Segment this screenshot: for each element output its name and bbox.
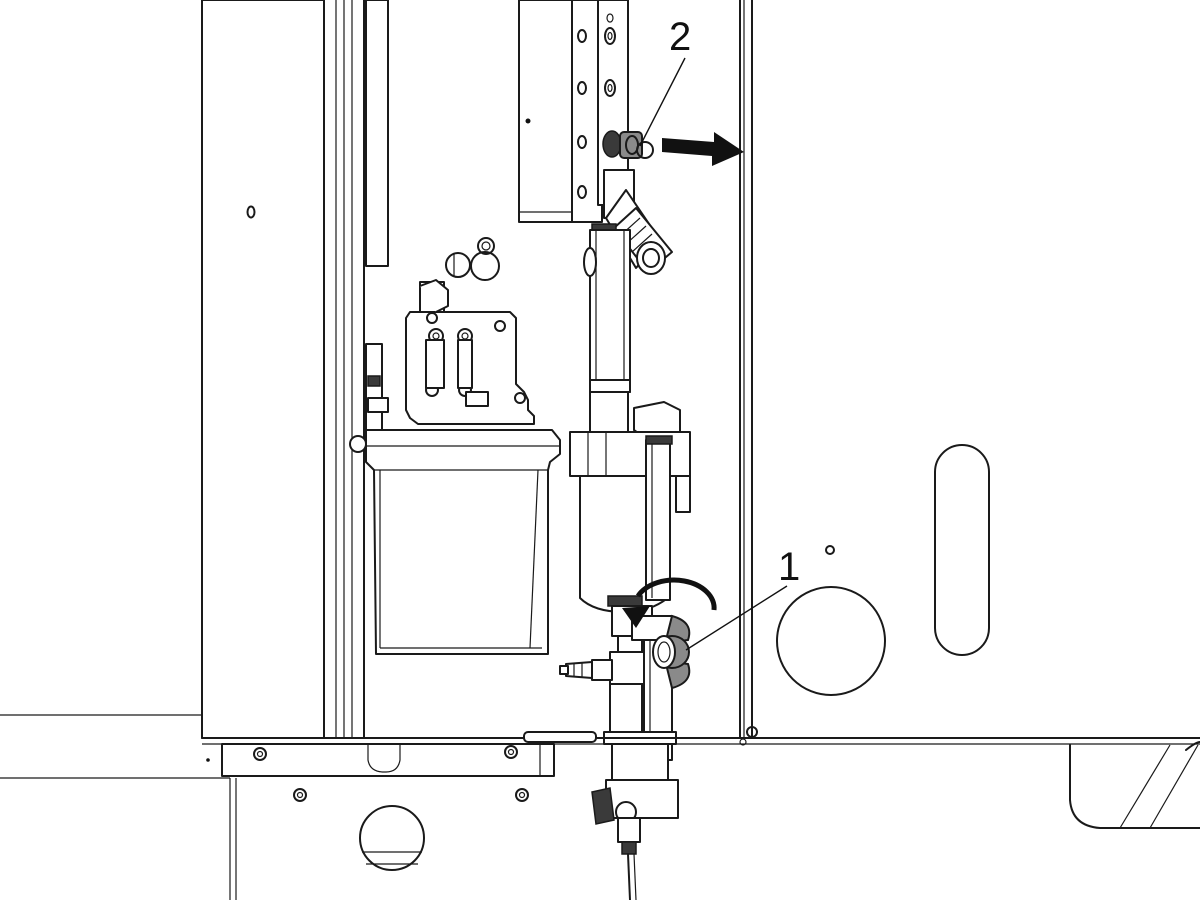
- base-floor: [0, 726, 1200, 900]
- quick-coupler-fitting: [603, 169, 673, 275]
- callout-leaders: [639, 57, 788, 651]
- rotate-counterclockwise-arrow-icon: [622, 577, 717, 628]
- quick-coupling-pin: [602, 130, 654, 159]
- right-side-panel: [751, 0, 1200, 829]
- direction-arrow-right-icon: [662, 132, 744, 166]
- filter-housing: [569, 391, 691, 613]
- left-cabinet-panel: [0, 0, 325, 739]
- drain-valve-handle: [652, 614, 691, 690]
- pump-bracket: [405, 279, 535, 425]
- callout-label-1: 1: [778, 545, 800, 589]
- grease-reservoir: [349, 343, 561, 655]
- vertical-pipe: [583, 223, 631, 393]
- panel-openings: [445, 237, 500, 281]
- callout-label-2: 2: [669, 15, 691, 59]
- lower-drain-fitting: [591, 743, 679, 900]
